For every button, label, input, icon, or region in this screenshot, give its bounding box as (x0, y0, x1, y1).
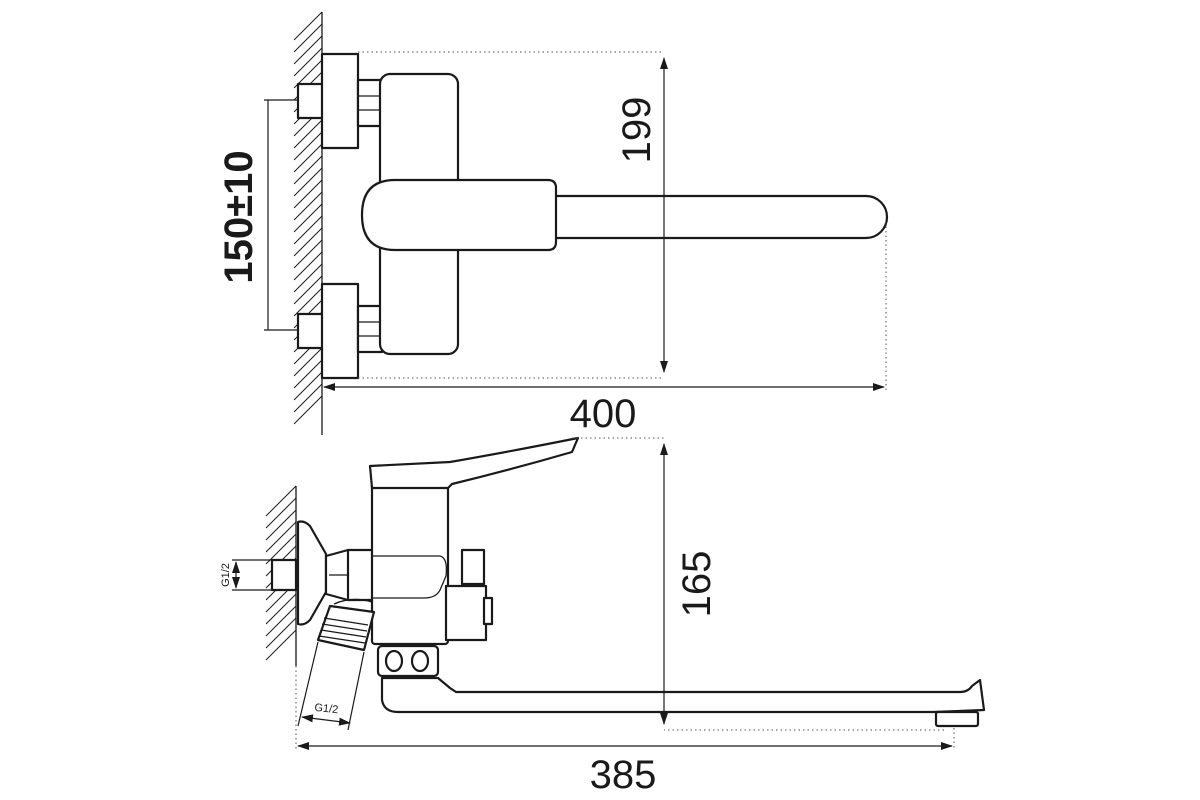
side-inlet-stub (270, 558, 298, 592)
wall-hatch-line (293, 23, 323, 53)
dim-line-thread-outlet (301, 714, 351, 726)
wall-hatch-line (265, 629, 297, 661)
side-diverter-knob (444, 584, 488, 642)
wall-hatch-line (293, 191, 323, 221)
wall-hatch-line (265, 521, 297, 553)
side-spout (380, 676, 986, 714)
wall-hatch-line (265, 497, 297, 529)
wall-hatch-line (293, 215, 323, 245)
wall-hatch-line (293, 179, 323, 209)
wall-hatch-line (293, 287, 323, 317)
top-spout (548, 194, 889, 240)
side-valve-body (370, 476, 450, 646)
wall-hatch-line (293, 359, 323, 389)
wall-hatch-line (293, 395, 323, 425)
wall-hatch-line (293, 263, 323, 293)
side-nut-hole-left (384, 649, 404, 673)
dim-label-400: 400 (570, 392, 637, 436)
wall-hatch-line (293, 383, 323, 413)
wall-hatch-line (293, 143, 323, 173)
dim-label-150: 150±10 (217, 150, 261, 283)
wall-hatch-line (293, 239, 323, 269)
wall-hatch-line (293, 131, 323, 161)
side-aerator (934, 710, 980, 728)
wall-hatch-line (293, 227, 323, 257)
wall-hatch-line (293, 251, 323, 281)
side-lever (368, 436, 580, 490)
wall-hatch-line (293, 167, 323, 197)
top-wall (293, 11, 323, 435)
dim-label-thread-inlet: G1/2 (220, 563, 232, 587)
wall-hatch-line (293, 47, 323, 77)
wall-hatch-line (293, 155, 323, 185)
wall-hatch-line (265, 509, 297, 541)
wall-hatch-line (293, 347, 323, 377)
wall-hatch-line (293, 35, 323, 65)
wall-hatch-line (293, 275, 323, 305)
side-nut-hole-right (410, 649, 430, 673)
wall-hatch-line (293, 119, 323, 149)
wall-hatch-line (265, 593, 297, 625)
side-view: 165 385 G1/2 G1/2 (220, 436, 986, 797)
wall-hatch-line (265, 533, 297, 565)
side-connector (346, 548, 376, 602)
wall-hatch-line (293, 203, 323, 233)
top-view: 199 150±10 400 (217, 11, 889, 436)
dim-label-199: 199 (615, 97, 659, 164)
wall-hatch-line (293, 11, 323, 41)
dim-label-385: 385 (590, 753, 657, 797)
side-flange (296, 520, 328, 626)
wall-hatch-line (293, 371, 323, 401)
side-threaded-fitting (316, 598, 376, 652)
wall-hatch-line (265, 617, 297, 649)
wall-hatch-line (265, 485, 297, 517)
top-lower-inlet (296, 282, 384, 380)
dim-label-165: 165 (675, 551, 719, 618)
top-lever (360, 178, 558, 252)
dim-label-thread-outlet: G1/2 (314, 702, 339, 716)
top-upper-inlet (296, 52, 384, 150)
side-diverter-stem (460, 548, 486, 586)
wall-hatch-line (265, 605, 297, 637)
